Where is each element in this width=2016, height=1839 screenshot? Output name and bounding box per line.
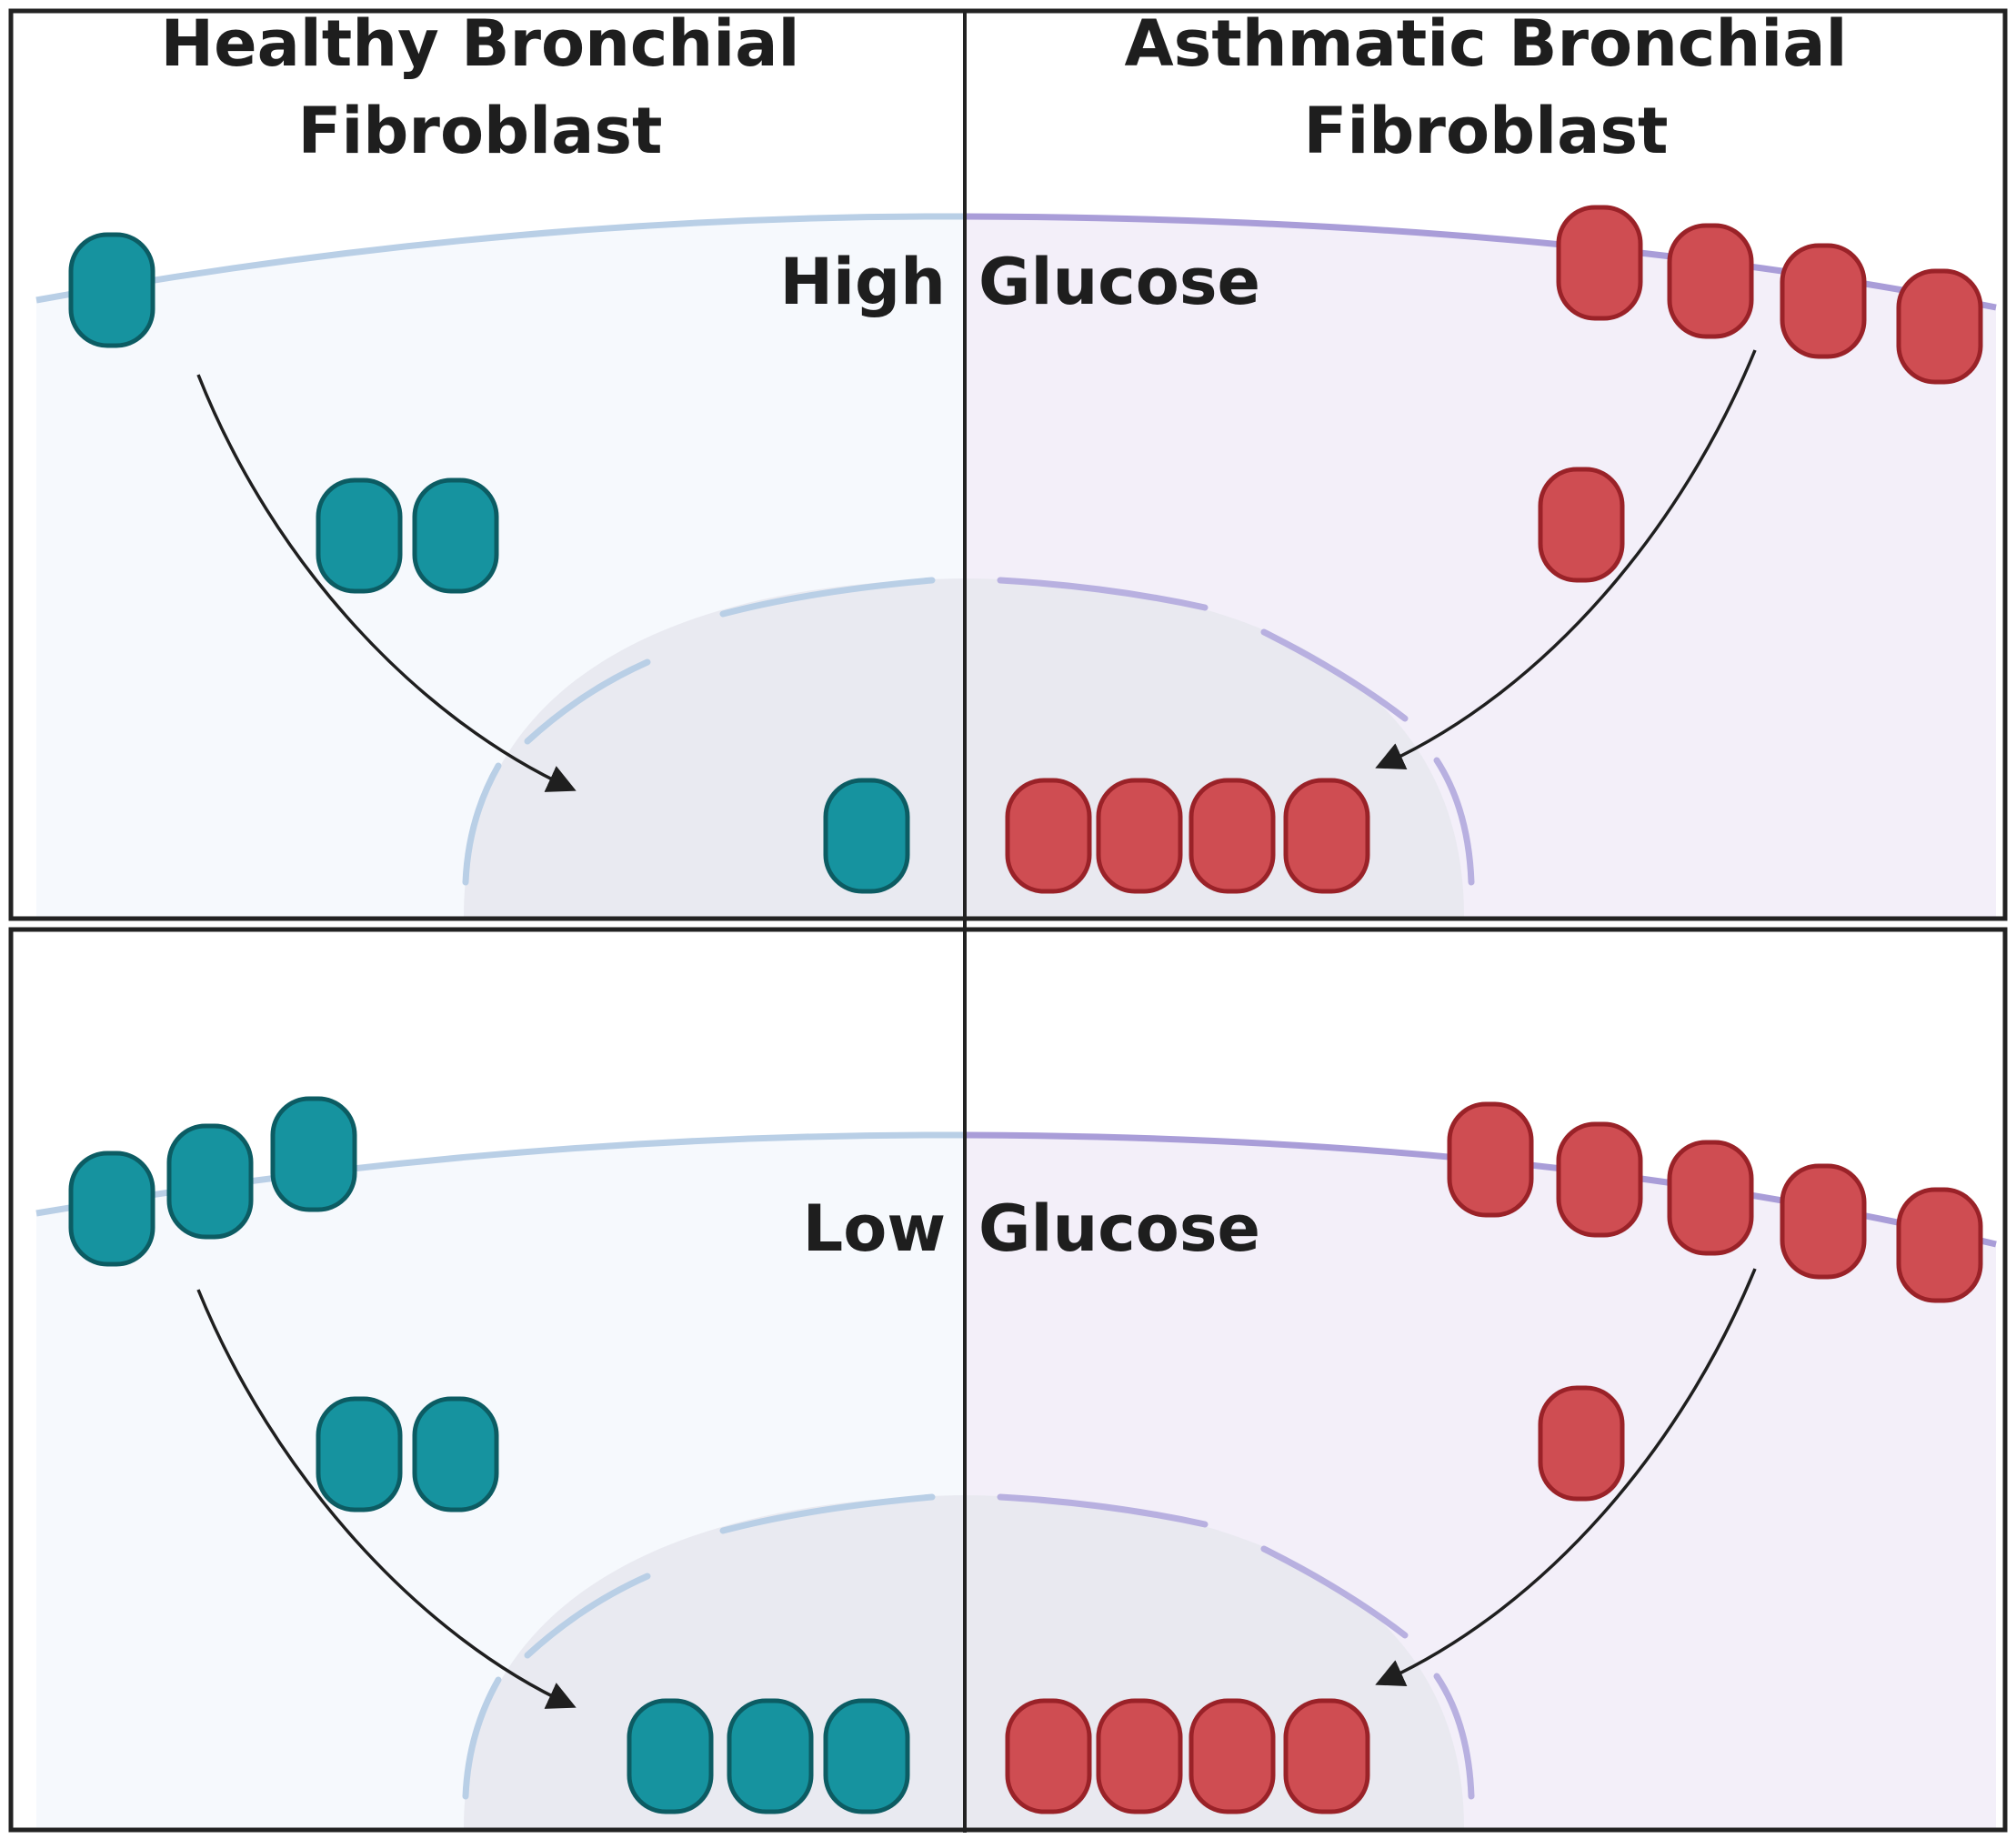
nuclear-envelope bbox=[462, 1493, 1475, 1800]
healthy-membrane-receptor bbox=[270, 1096, 357, 1212]
top-panel-frame bbox=[8, 8, 2008, 921]
healthy-cytoplasm-receptor bbox=[412, 1396, 499, 1512]
asthmatic-membrane-receptor bbox=[1556, 205, 1643, 321]
panel-high-glucose: High Glucose bbox=[35, 205, 1997, 918]
condition-label-left: Low bbox=[803, 1191, 946, 1266]
asthmatic-membrane-receptor bbox=[1896, 1187, 1983, 1303]
condition-label-right: Glucose bbox=[978, 245, 1260, 319]
asthmatic-title-line1: Asthmatic Bronchial bbox=[1125, 6, 1848, 81]
asthmatic-membrane-receptor bbox=[1896, 268, 1983, 385]
asthmatic-nuclear-receptor bbox=[1005, 1698, 1092, 1814]
nuclear-envelope bbox=[462, 577, 1475, 886]
bottom-panel-frame bbox=[8, 927, 2008, 1833]
asthmatic-membrane-receptor bbox=[1556, 1121, 1643, 1238]
healthy-membrane bbox=[35, 213, 966, 304]
asthmatic-nuclear-receptor bbox=[1283, 1698, 1370, 1814]
asthmatic-nuclear-receptor bbox=[1189, 1698, 1276, 1814]
asthmatic-nuclear-receptor bbox=[1096, 778, 1183, 894]
panel-low-glucose: Low Glucose bbox=[35, 1096, 1997, 1828]
healthy-cytoplasm-receptor bbox=[316, 477, 403, 594]
asthmatic-cytoplasm-receptor bbox=[1538, 467, 1625, 583]
healthy-translocation-arrow bbox=[196, 1289, 577, 1709]
receptor-group bbox=[68, 205, 1983, 894]
asthmatic-translocation-arrow bbox=[1375, 349, 1757, 769]
asthmatic-title-line2: Fibroblast bbox=[1304, 94, 1669, 168]
healthy-cytoplasm-receptor bbox=[316, 1396, 403, 1512]
healthy-translocation-arrow bbox=[196, 374, 577, 792]
asthmatic-nuclear-receptor bbox=[1283, 778, 1370, 894]
asthmatic-translocation-arrow bbox=[1375, 1268, 1757, 1686]
asthmatic-nuclear-receptor bbox=[1096, 1698, 1183, 1814]
asthmatic-membrane-receptor bbox=[1667, 1140, 1754, 1256]
asthmatic-nuclear-receptor bbox=[1189, 778, 1276, 894]
asthmatic-membrane-receptor bbox=[1780, 1163, 1867, 1280]
healthy-nuclear-receptor bbox=[823, 1698, 910, 1814]
panel-frames bbox=[8, 8, 2008, 1833]
condition-label-left: High bbox=[779, 245, 946, 319]
healthy-cytoplasm-receptor bbox=[412, 477, 499, 594]
healthy-membrane-receptor bbox=[68, 1151, 155, 1267]
condition-label-right: Glucose bbox=[978, 1191, 1260, 1266]
healthy-nuclear-receptor bbox=[627, 1698, 714, 1814]
asthmatic-cytoplasm-receptor bbox=[1538, 1385, 1625, 1502]
asthmatic-nuclear-receptor bbox=[1005, 778, 1092, 894]
healthy-title-line2: Fibroblast bbox=[298, 94, 663, 168]
healthy-membrane-receptor bbox=[68, 232, 155, 348]
healthy-title-line1: Healthy Bronchial bbox=[161, 6, 800, 81]
asthmatic-membrane-receptor bbox=[1780, 243, 1867, 359]
healthy-membrane-receptor bbox=[166, 1123, 254, 1240]
healthy-nuclear-receptor bbox=[727, 1698, 814, 1814]
asthmatic-membrane-receptor bbox=[1447, 1101, 1534, 1218]
asthmatic-membrane-receptor bbox=[1667, 223, 1754, 339]
header: Healthy Bronchial Fibroblast Asthmatic B… bbox=[161, 6, 1848, 168]
receptor-group bbox=[68, 1096, 1983, 1814]
healthy-nuclear-receptor bbox=[823, 778, 910, 894]
